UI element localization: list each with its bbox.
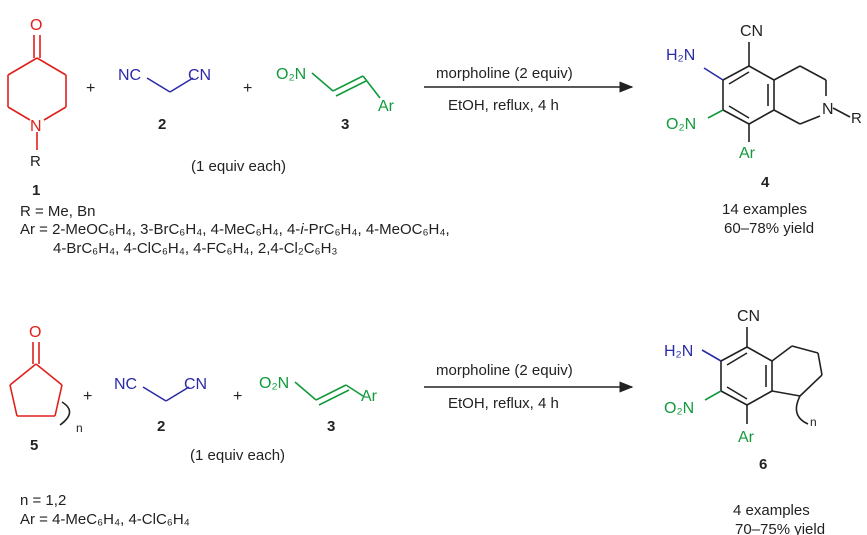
atom-oxygen: O <box>30 17 42 34</box>
product-amino: H₂N <box>664 343 693 360</box>
condition-reagent: morpholine (2 equiv) <box>436 65 573 82</box>
plus-sign: + <box>86 80 95 97</box>
compound-number-6: 6 <box>759 456 767 473</box>
aryl-group: Ar <box>361 388 378 405</box>
product-nitrogen: N <box>822 101 834 118</box>
compound-number-3: 3 <box>341 116 349 133</box>
product-aryl: Ar <box>738 429 755 446</box>
nitroalkene-structure <box>311 72 381 99</box>
product-nitrile: CN <box>740 23 763 40</box>
nitrile-right: CN <box>184 376 207 393</box>
product-nitrile: CN <box>737 308 760 325</box>
tetrahydroisoquinoline-structure <box>722 42 851 142</box>
plus-sign: + <box>83 388 92 405</box>
ar-definition-line2: 4-BrC₆H₄, 4-ClC₆H₄, 4-FC₆H₄, 2,4-Cl₂C₆H₃ <box>53 240 338 257</box>
piperidinone-structure <box>7 35 67 150</box>
compound-number-5: 5 <box>30 437 38 454</box>
n-definition: n = 1,2 <box>20 492 67 509</box>
nitrile-left: NC <box>118 67 141 84</box>
cycloalkanone-structure <box>9 342 71 426</box>
yield-range: 70–75% yield <box>735 521 825 535</box>
product-nitro: O₂N <box>666 116 696 133</box>
ar-definition: Ar = 4-MeC₆H₄, 4-ClC₆H₄ <box>20 511 190 528</box>
compound-number-2: 2 <box>158 116 166 133</box>
nitro-group: O₂N <box>259 375 289 392</box>
compound-number-4: 4 <box>761 174 770 191</box>
ring-index-n: n <box>76 421 83 435</box>
product-aryl: Ar <box>739 145 756 162</box>
condition-solvent: EtOH, reflux, 4 h <box>448 97 559 114</box>
condition-solvent: EtOH, reflux, 4 h <box>448 395 559 412</box>
compound-number-2: 2 <box>157 418 165 435</box>
malononitrile-structure <box>146 77 194 93</box>
ar-definition-part: Ar = 2-MeOC₆H₄, 3-BrC₆H₄, 4-MeC₆H₄, 4- <box>20 221 301 238</box>
r-definition: R = Me, Bn <box>20 203 96 220</box>
compound-number-1: 1 <box>32 182 40 199</box>
malononitrile-structure <box>142 386 190 402</box>
substituent-r: R <box>30 153 41 170</box>
condition-reagent: morpholine (2 equiv) <box>436 362 573 379</box>
examples-count: 14 examples <box>722 201 807 218</box>
product-substituent-r: R <box>851 110 862 127</box>
equiv-note: (1 equiv each) <box>191 158 286 175</box>
ar-definition-italic: i <box>300 221 304 238</box>
product-amino: H₂N <box>666 47 695 64</box>
ar-definition-part: -PrC₆H₄, 4-MeOC₆H₄, <box>303 221 450 238</box>
atom-nitrogen: N <box>30 118 42 135</box>
plus-sign: + <box>243 80 252 97</box>
ar-definition-line1: Ar = 2-MeOC₆H₄, 3-BrC₆H₄, 4-MeC₆H₄, 4-i-… <box>20 221 450 239</box>
equiv-note: (1 equiv each) <box>190 447 285 464</box>
atom-oxygen: O <box>29 324 41 341</box>
nitrile-left: NC <box>114 376 137 393</box>
nitrile-right: CN <box>188 67 211 84</box>
fused-arene-structure <box>720 327 823 425</box>
examples-count: 4 examples <box>733 502 810 519</box>
aryl-group: Ar <box>378 98 395 115</box>
yield-range: 60–78% yield <box>724 220 814 237</box>
compound-number-3: 3 <box>327 418 335 435</box>
ring-index-n: n <box>810 415 817 429</box>
product-nitro: O₂N <box>664 400 694 417</box>
plus-sign: + <box>233 388 242 405</box>
nitro-group: O₂N <box>276 66 306 83</box>
nitroalkene-structure <box>294 381 364 406</box>
